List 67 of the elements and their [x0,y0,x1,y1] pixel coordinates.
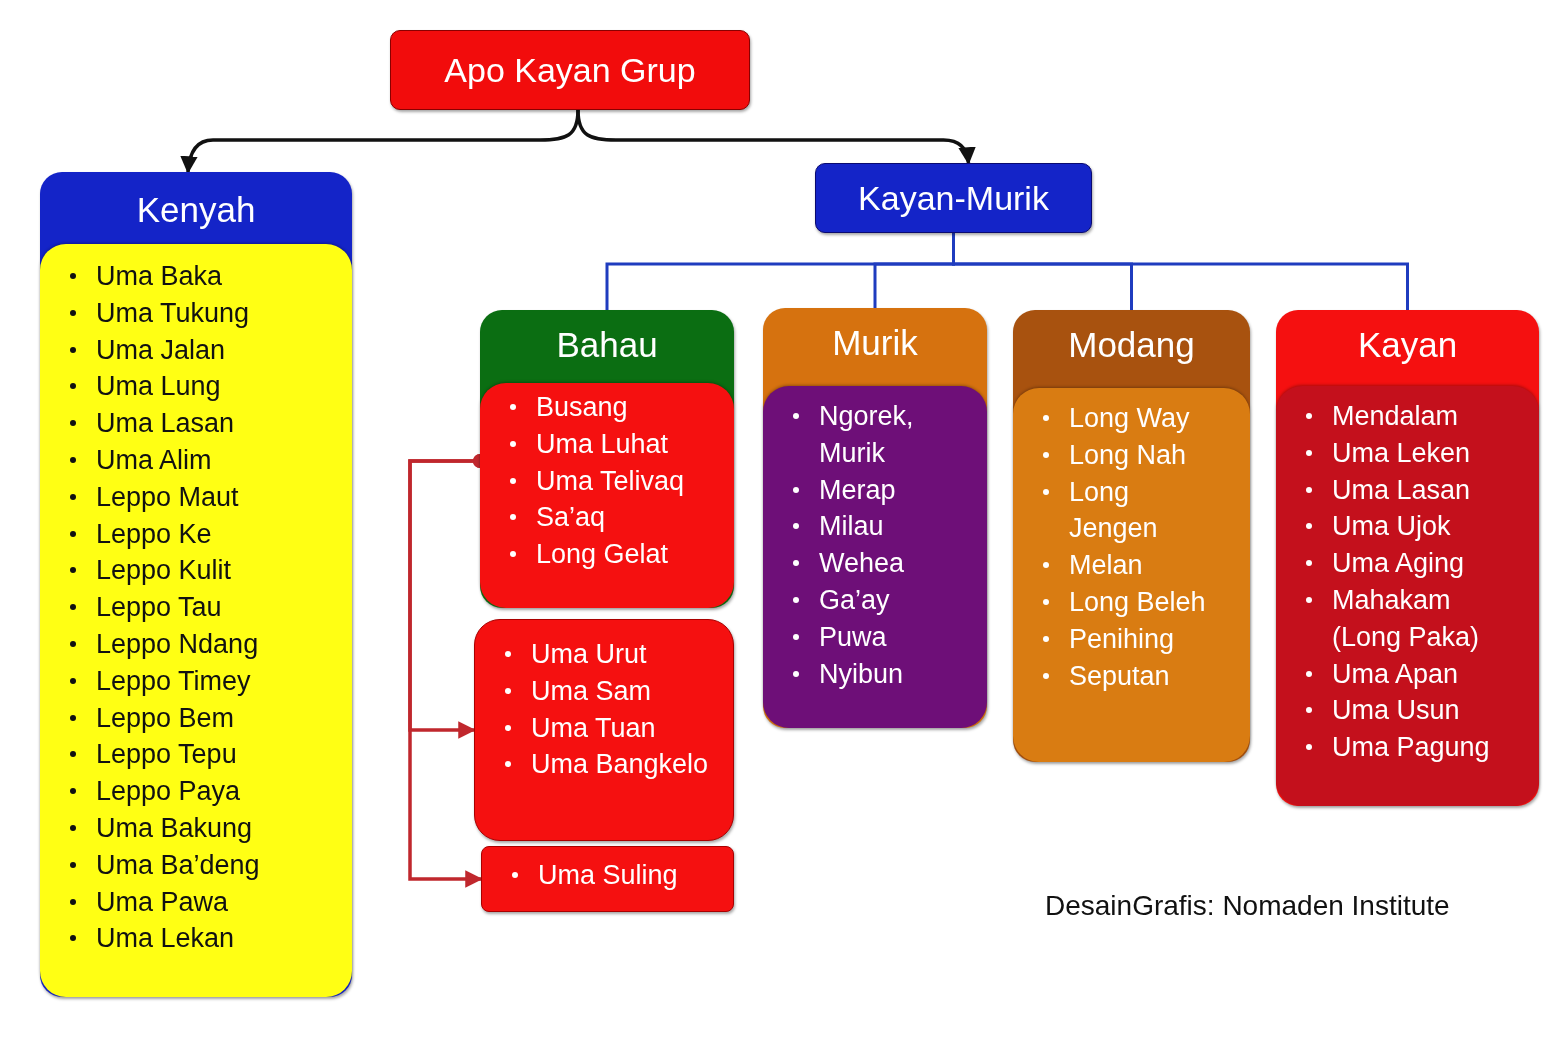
list-item: Uma Pawa [62,883,344,921]
list-item: Uma Sam [497,672,725,710]
list-item: Long Nah [1035,436,1222,474]
list-item: Uma Aging [1298,545,1499,582]
list-item: Busang [502,389,726,426]
list-item: Uma Usun [1298,692,1499,730]
list-item: Uma Lasan [62,405,344,442]
arrow [576,109,976,165]
list-item: Uma Ujok [1298,508,1499,546]
list-item: Melan [1035,547,1222,584]
list-item: Uma Lung [62,368,344,406]
list-item: Long Beleh [1035,584,1222,621]
list-item: Uma Telivaq [502,462,726,500]
list-item: Milau [785,508,979,546]
list-item: Sa’aq [502,499,726,537]
list-item: Mendalam [1298,398,1499,435]
list-item: Uma Alim [62,442,344,479]
list-item: Wehea [785,545,979,582]
list-item: Leppo Timey [62,662,344,700]
group-box: Kayan-Murik [815,163,1092,233]
card-heading: Modang [1067,324,1196,366]
list-item: Uma Tukung [62,294,344,332]
list-item: Leppo Kulit [62,552,344,590]
list-item: Uma Ba’deng [62,846,344,884]
list-item: Leppo Tepu [62,736,344,774]
list-item: Leppo Ke [62,515,344,553]
list-item: Uma Baka [62,258,344,295]
list-item: Leppo Tau [62,589,344,626]
list-item: Uma Lekan [62,920,344,958]
list-item: Uma Leken [1298,434,1499,472]
group-card [1013,310,1250,762]
list-item: Leppo Bem [62,699,344,737]
credit-note: DesainGrafis: Nomaden Institute [1045,890,1450,922]
list-item: Long Way [1035,400,1222,437]
list-item: Puwa [785,618,979,656]
list-box [481,846,734,912]
list-item: Long Jengen [1035,473,1222,548]
list-item: Uma Bakung [62,809,344,847]
group-card [480,310,734,608]
card-heading: Murik [831,322,919,364]
group-card [1276,310,1539,806]
list-item: Uma Pagung [1298,729,1499,766]
list-item: Merap [785,471,979,509]
list-item: Leppo Ndang [62,625,344,663]
list-item: Uma Tuan [497,709,725,747]
card-heading: Kayan [1356,324,1459,366]
group-card [763,308,987,728]
list-item: Ngorek, Murik [785,398,979,472]
list-item: Nyibun [785,655,979,693]
list-item: Seputan [1035,657,1222,695]
card-heading: Bahau [555,324,659,366]
card-heading: Kenyah [135,189,257,231]
list-item: Mahakam (Long Paka) [1298,582,1499,656]
list-item: Leppo Paya [62,773,344,810]
list-item: Uma Bangkelo [497,746,725,784]
list-item: Uma Luhat [502,425,726,463]
list-item: Uma Lasan [1298,471,1499,509]
list-item: Leppo Maut [62,478,344,516]
list-box [474,619,734,841]
list-item: Uma Urut [497,636,725,673]
group-box: Apo Kayan Grup [390,30,750,110]
list-item: Uma Apan [1298,655,1499,693]
list-item: Penihing [1035,620,1222,658]
list-item: Ga’ay [785,582,979,619]
list-item: Uma Jalan [62,331,344,369]
list-item: Uma Suling [504,857,725,894]
list-item: Long Gelat [502,536,726,573]
